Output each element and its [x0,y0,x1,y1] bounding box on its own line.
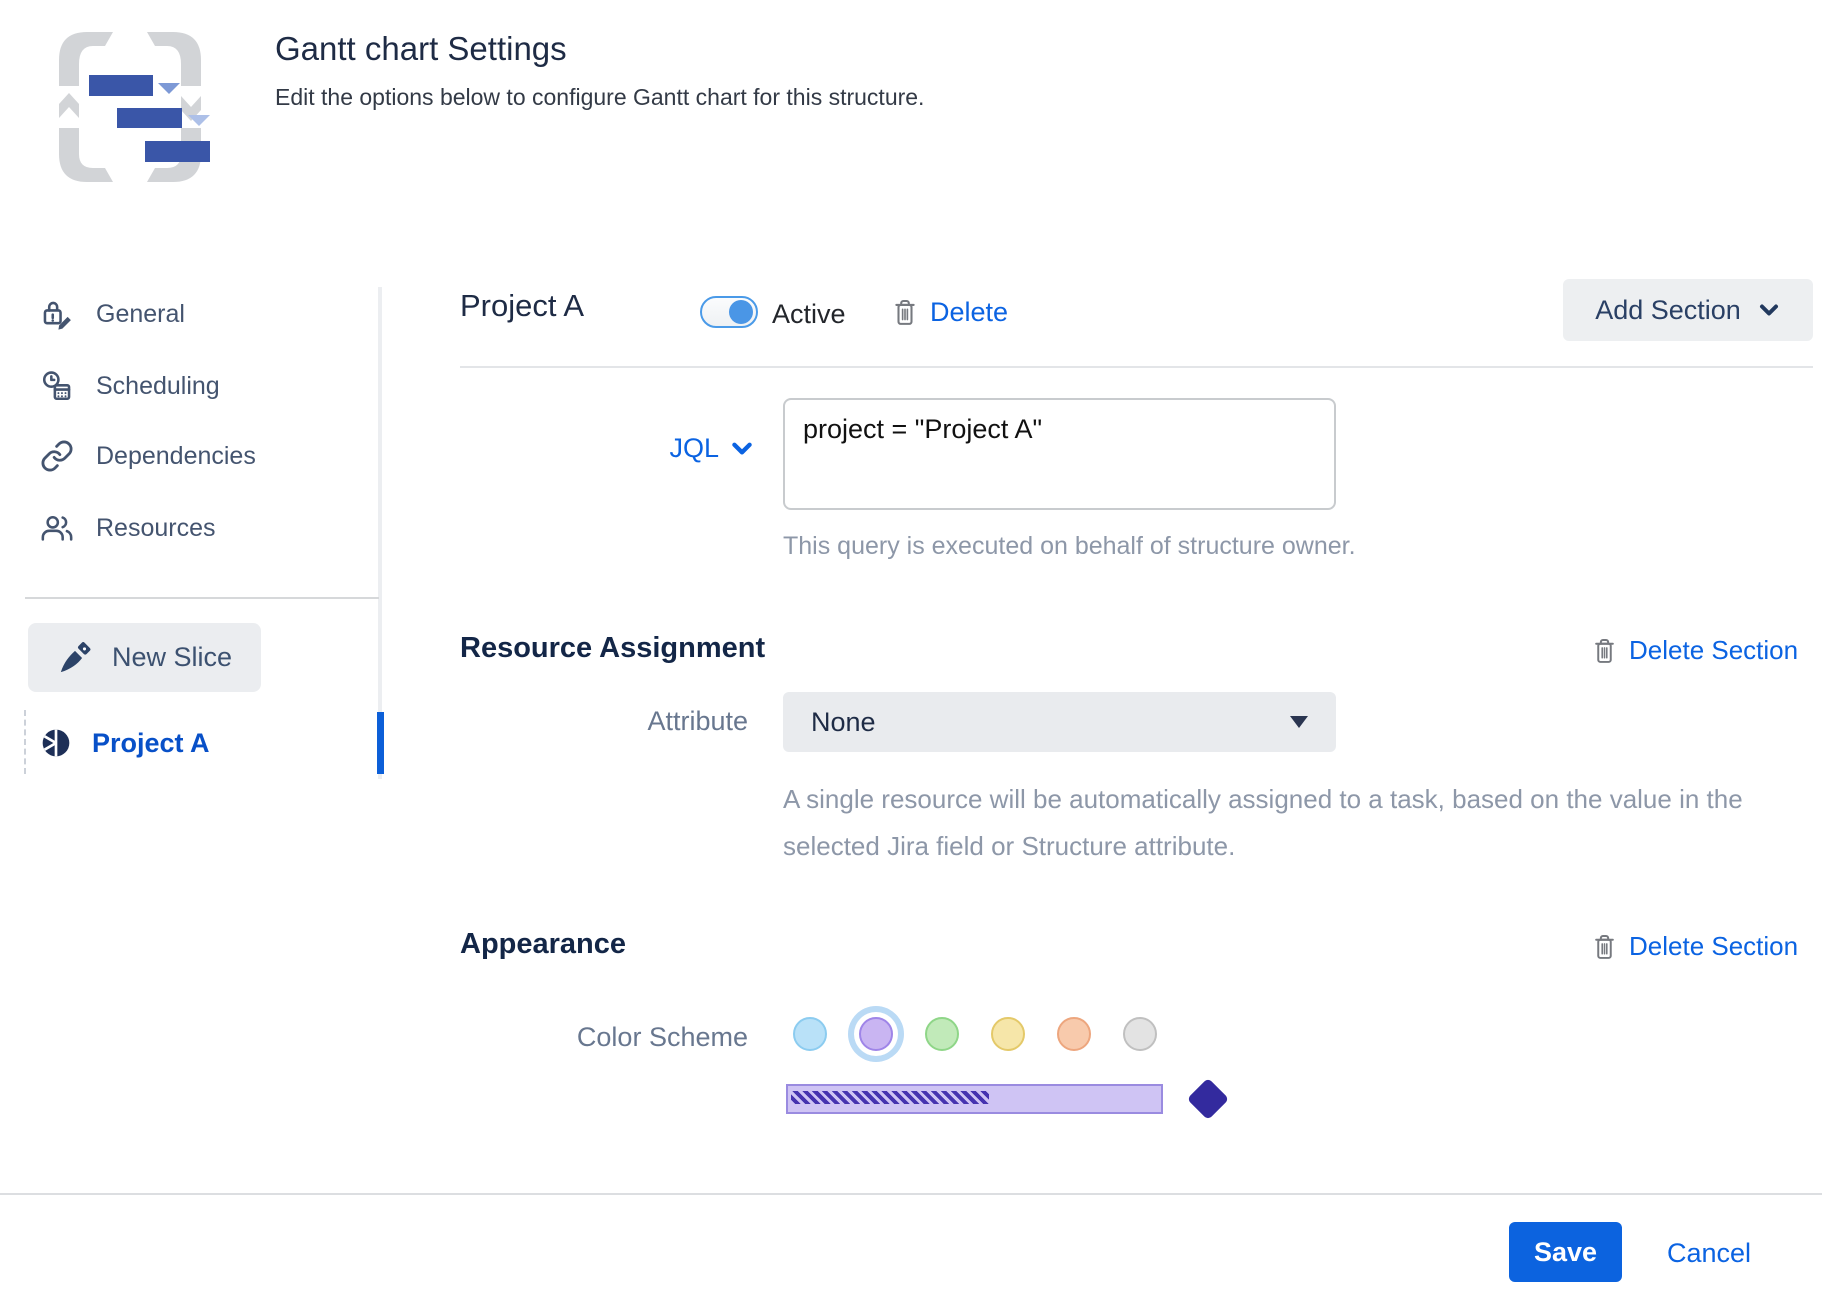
active-slice-indicator [377,712,384,774]
resource-assignment-helper-text: A single resource will be automatically … [783,784,1743,861]
jql-query-input[interactable]: project = "Project A" [783,398,1336,510]
lock-edit-icon [43,301,71,330]
page-title: Gantt chart Settings [275,30,567,67]
page-subtitle: Edit the options below to configure Gant… [275,84,925,110]
sidebar-item-label: General [96,299,185,328]
attribute-select[interactable]: None [783,692,1336,752]
slice-label: Project A [92,727,210,758]
add-section-button[interactable]: Add Section [1563,279,1813,341]
delete-resource-assignment-button[interactable]: Delete Section [1592,635,1798,666]
milestone-diamond-icon [1186,1077,1230,1121]
color-swatch-yellow[interactable] [991,1017,1025,1051]
color-swatch-gray[interactable] [1123,1017,1157,1051]
attribute-selected-value: None [811,706,876,737]
color-swatch-green[interactable] [925,1017,959,1051]
slice-title: Project A [460,288,585,323]
new-slice-label: New Slice [112,642,233,672]
link-icon [41,440,73,472]
color-scheme-swatches [793,1017,1157,1051]
dropdown-arrow-icon [1290,716,1308,728]
color-swatch-orange[interactable] [1057,1017,1091,1051]
trash-icon [1595,934,1614,959]
delete-slice-button[interactable]: Delete [892,297,1008,328]
delete-slice-label: Delete [930,297,1009,327]
sidebar-border [378,287,382,779]
new-slice-button[interactable]: New Slice [28,623,261,692]
add-section-label: Add Section [1595,294,1741,325]
sidebar-item-label: Scheduling [96,371,220,400]
chevron-down-icon [732,442,752,455]
delete-section-label: Delete Section [1629,635,1799,665]
jql-helper-text: This query is executed on behalf of stru… [783,532,1356,560]
sidebar-divider [25,597,379,599]
structure-gantt-logo-icon [59,32,210,182]
chevron-down-icon [1759,304,1778,316]
trash-icon [895,299,915,325]
trash-icon [1595,638,1614,663]
pie-chart-icon [42,729,70,757]
sidebar-item-dependencies[interactable]: Dependencies [40,436,370,476]
sidebar-item-label: Resources [96,513,216,542]
delete-appearance-button[interactable]: Delete Section [1592,931,1798,962]
cancel-link[interactable]: Cancel [1667,1238,1752,1268]
footer-divider [0,1193,1822,1195]
sidebar-item-general[interactable]: General [40,294,370,334]
sidebar-item-resources[interactable]: Resources [40,508,370,548]
save-button[interactable]: Save [1509,1222,1622,1282]
slice-drag-handle [24,710,26,774]
sidebar-item-scheduling[interactable]: Scheduling [40,366,370,406]
header-divider [460,366,1813,368]
attribute-label: Attribute [647,706,748,736]
color-swatch-purple[interactable] [859,1017,893,1051]
preview-bar-hatch [791,1091,989,1104]
people-icon [41,515,73,541]
sidebar-item-project-a[interactable]: Project A [40,712,370,774]
clock-calendar-icon [42,371,71,401]
appearance-heading: Appearance [460,928,627,960]
active-toggle-label: Active [772,299,846,329]
color-swatch-blue[interactable] [793,1017,827,1051]
query-mode-label: JQL [669,432,719,463]
query-mode-dropdown[interactable]: JQL [460,430,755,466]
sidebar-item-label: Dependencies [96,441,256,470]
active-toggle[interactable] [700,296,758,328]
delete-section-label: Delete Section [1629,931,1799,961]
knife-icon [60,641,91,672]
color-scheme-label: Color Scheme [576,1022,748,1052]
toggle-knob [729,300,753,324]
resource-assignment-heading: Resource Assignment [460,632,766,664]
